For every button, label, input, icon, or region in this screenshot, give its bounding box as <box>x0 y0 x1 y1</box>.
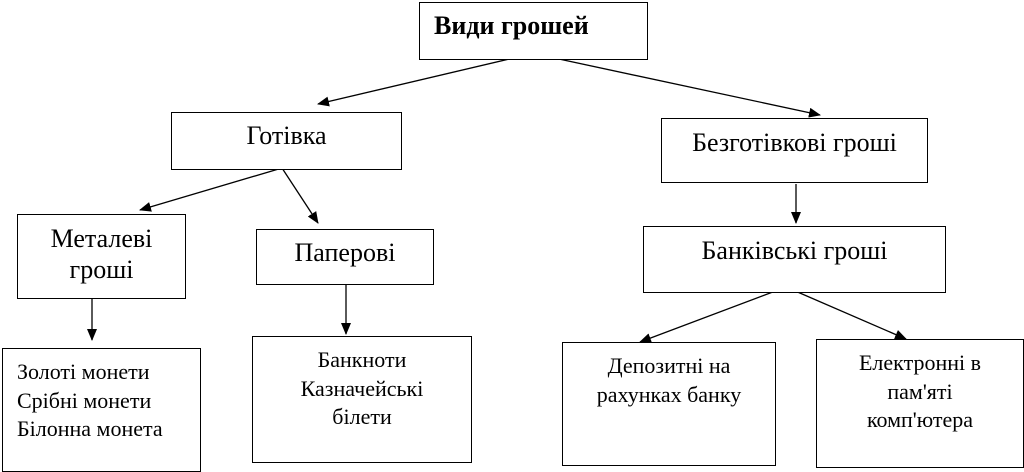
node-root-label: Види грошей <box>434 11 589 40</box>
node-root <box>419 2 648 60</box>
node-cash <box>171 112 402 170</box>
node-paper <box>256 229 434 285</box>
node-electronic-label: Електронні в пам'яті комп'ютера <box>858 350 981 433</box>
node-notes <box>252 336 472 463</box>
node-deposit <box>562 342 776 466</box>
edge-cash-to-paper <box>281 167 319 224</box>
node-paper-label: Паперові <box>294 238 396 267</box>
edge-cash-to-metal <box>139 167 283 212</box>
edge-bank-to-deposit <box>639 286 787 343</box>
node-bank-label: Банківські гроші <box>701 236 888 265</box>
edge-root-to-cash <box>317 55 523 107</box>
node-metal-label: Металеві гроші <box>50 224 153 284</box>
edge-bank-to-electronic <box>785 286 907 340</box>
node-coins-label: Золоті монети Срібні монети Білонна моне… <box>17 359 163 442</box>
node-bank <box>643 226 946 293</box>
node-notes-label: Банкноти Казначейські білети <box>300 347 424 430</box>
node-metal <box>17 214 186 299</box>
node-electronic <box>816 339 1024 468</box>
edge-root-to-noncash <box>544 55 821 118</box>
node-noncash <box>661 118 928 183</box>
node-deposit-label: Депозитні на рахунках банку <box>596 353 742 407</box>
node-cash-label: Готівка <box>246 121 327 150</box>
node-noncash-label: Безготівкові гроші <box>692 128 897 157</box>
